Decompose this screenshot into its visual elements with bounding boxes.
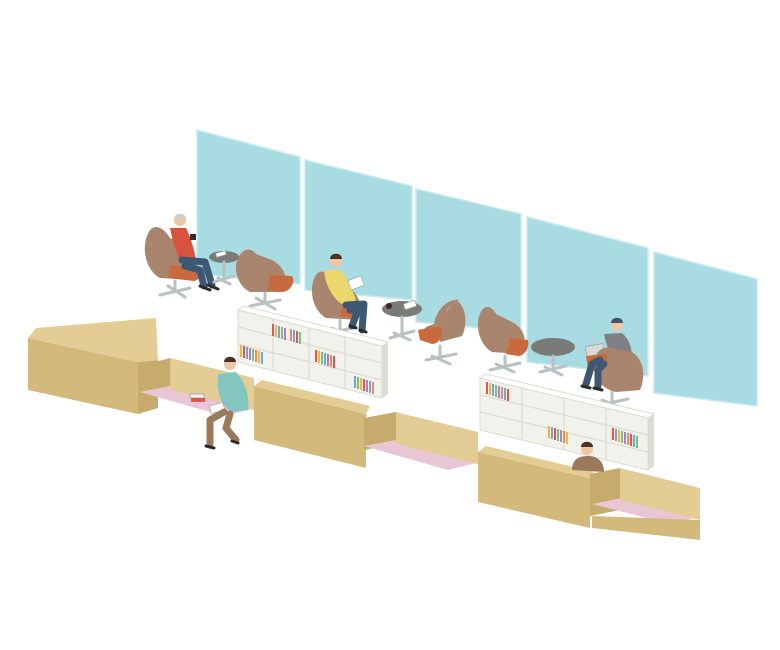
- person-legs: [580, 356, 608, 392]
- side-table-icon: [382, 299, 422, 342]
- person-icon: [204, 356, 249, 450]
- side-table-icon: [209, 250, 239, 286]
- window-panel-icon: [196, 129, 301, 285]
- window-panel-icon: [653, 251, 758, 407]
- bookshelf-icon: [478, 373, 656, 471]
- window-panel-icon: [415, 188, 522, 333]
- book-stack: [189, 393, 205, 402]
- lounge-chair-icon: [235, 249, 294, 311]
- person-icon: [572, 441, 604, 472]
- bookshelf-icon: [236, 305, 390, 399]
- lounge-chair-icon: [477, 306, 529, 374]
- lounge-chair-icon: [418, 299, 466, 366]
- side-table-icon: [531, 338, 575, 377]
- person-icon: [170, 213, 220, 292]
- window-row: [196, 129, 758, 407]
- person-icon: [324, 253, 368, 334]
